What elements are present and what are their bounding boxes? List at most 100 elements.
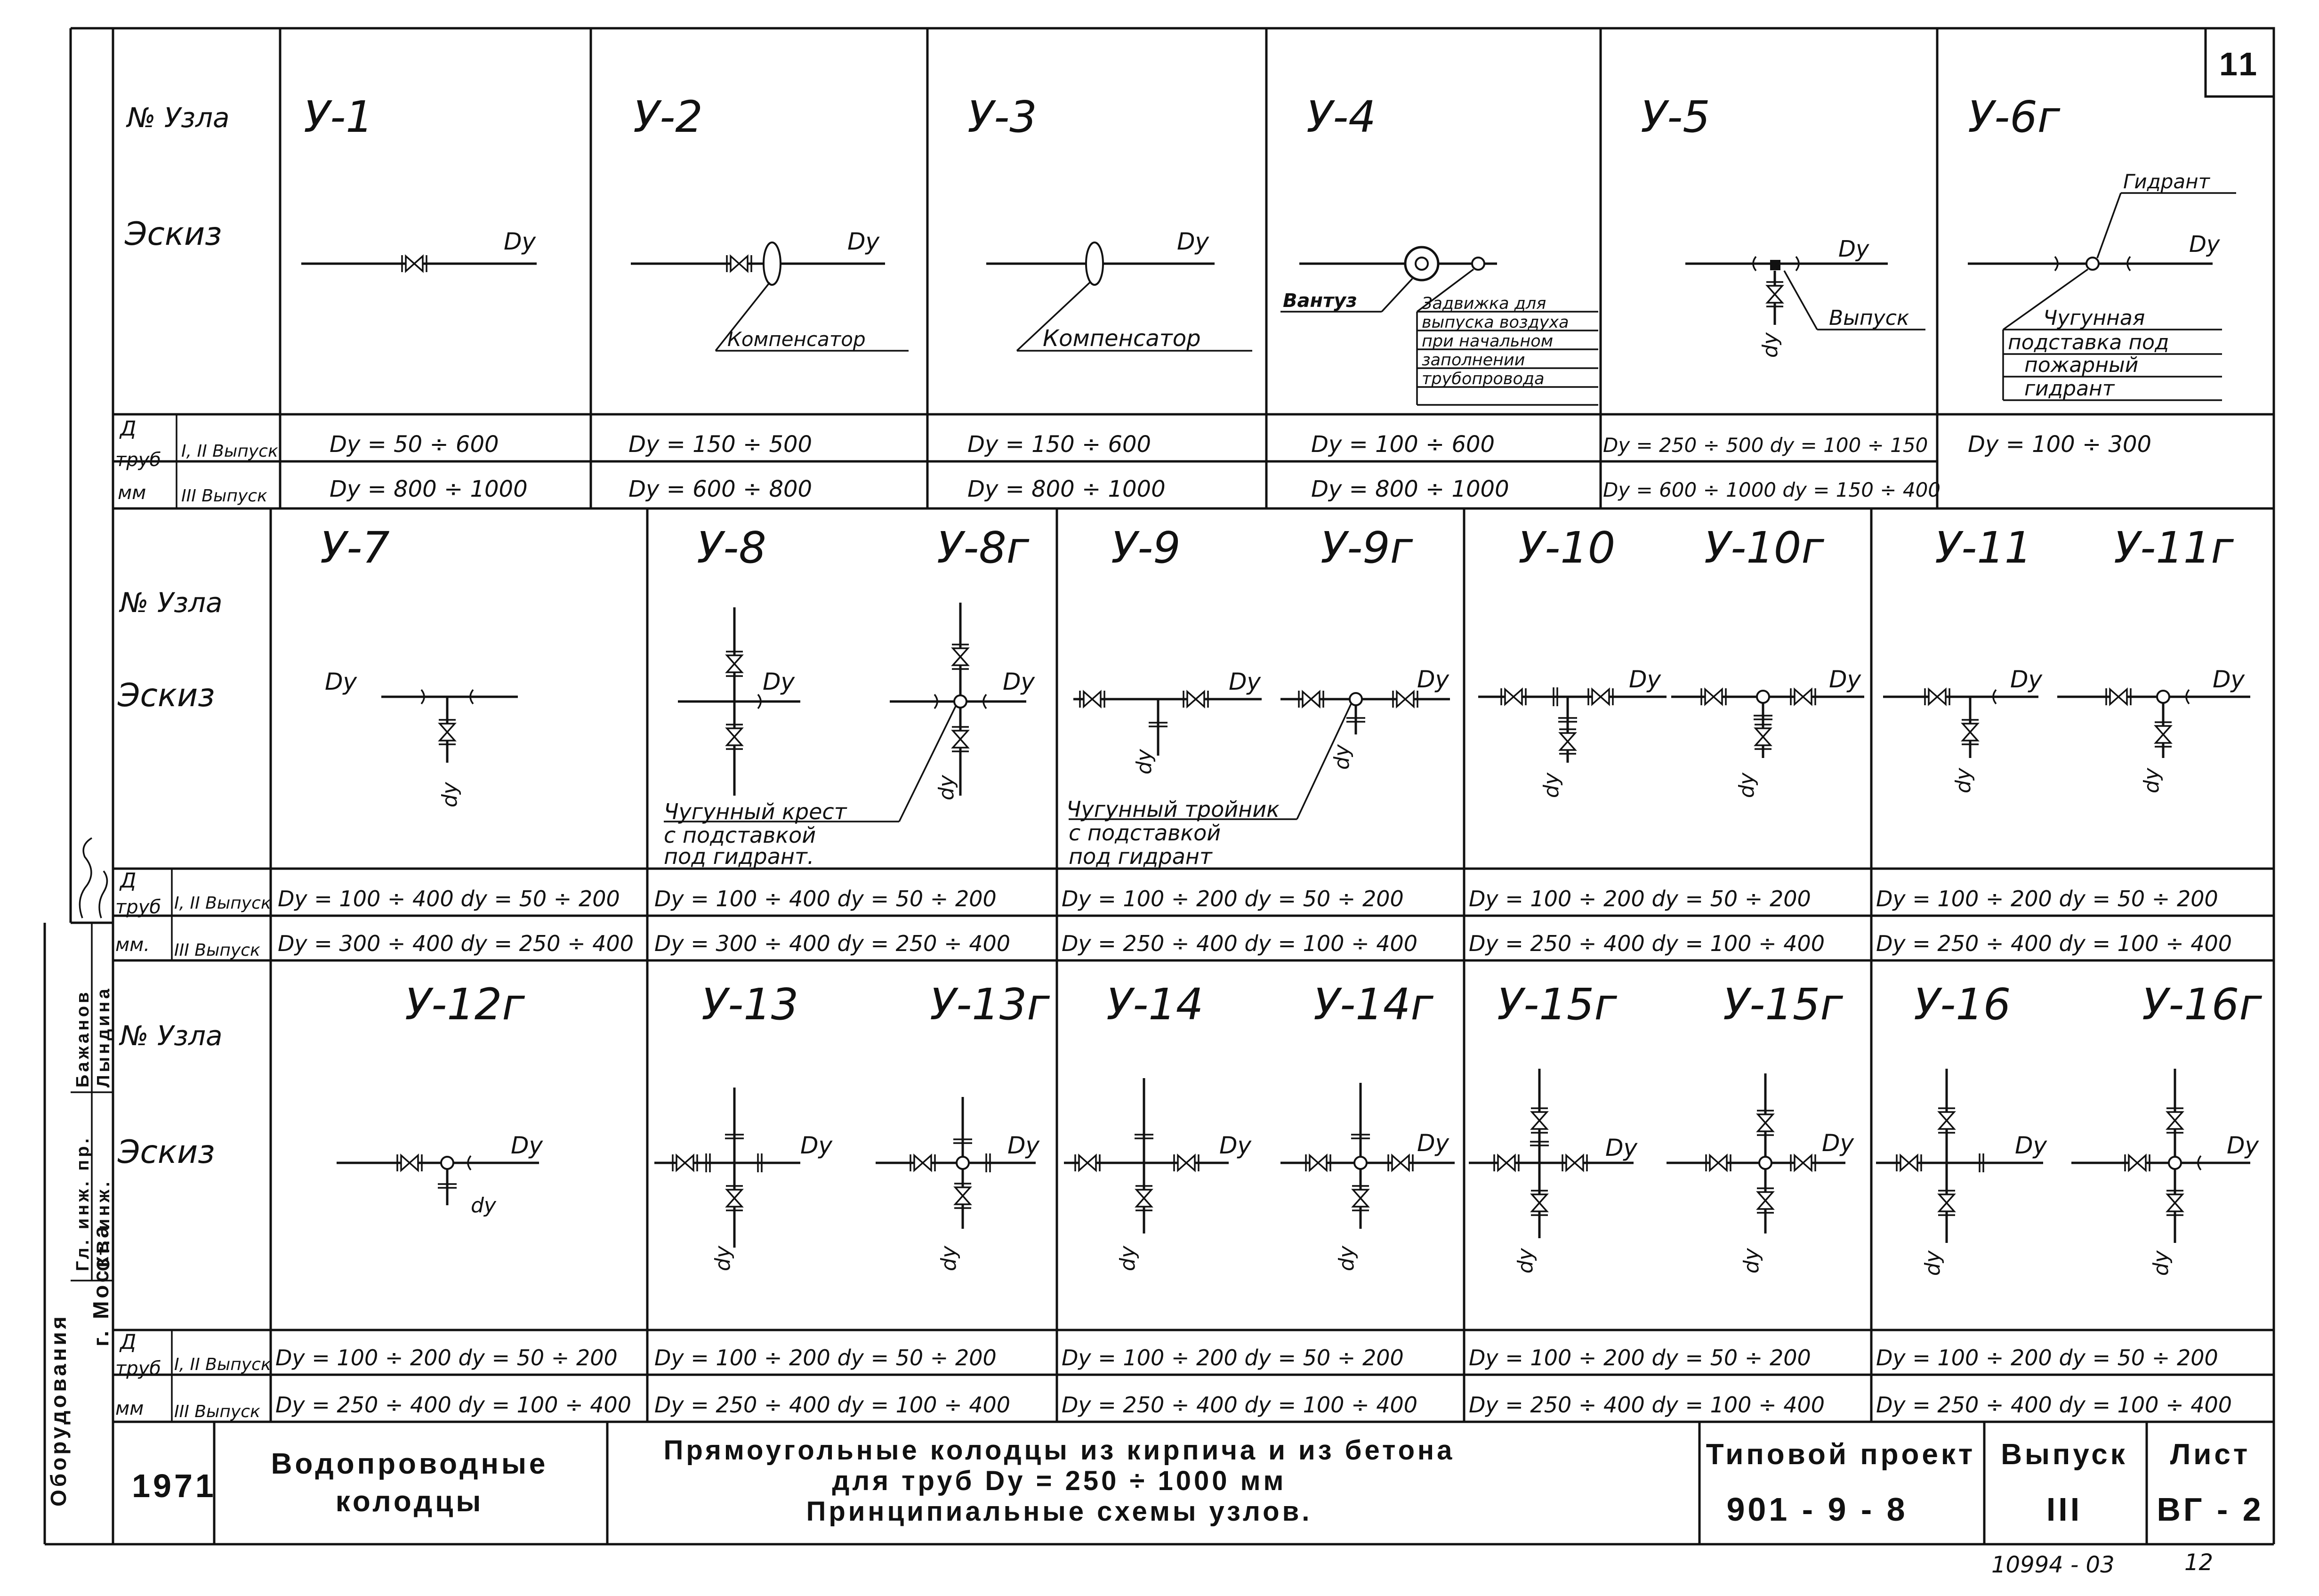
svg-text:dy: dy <box>2149 1250 2173 1276</box>
inventory-number: 10994 - 03 <box>1991 1552 2115 1578</box>
svg-text:У-16: У-16 <box>1914 979 2011 1030</box>
svg-text:Dy: Dy <box>1003 668 1036 695</box>
svg-text:dy: dy <box>937 1245 961 1271</box>
sketch-u2: Dy Компенсатор <box>631 228 909 352</box>
sheet-label: Лист <box>2170 1438 2250 1471</box>
svg-text:Dy = 100 ÷ 200 dy = 50 ÷ 200: Dy = 100 ÷ 200 dy = 50 ÷ 200 <box>1062 886 1404 911</box>
row2-node-label: № Узла <box>119 587 223 619</box>
svg-text:У-12г: У-12г <box>405 979 525 1030</box>
sketch-u10: Dy dy <box>1478 666 1667 798</box>
svg-text:Dy: Dy <box>1838 236 1869 262</box>
svg-text:Dy = 100 ÷ 200 dy = 50 ÷ 200: Dy = 100 ÷ 200 dy = 50 ÷ 200 <box>1876 1345 2218 1370</box>
svg-text:Dy = 250 ÷ 400 dy = 100 ÷ 40: Dy = 250 ÷ 400 dy = 100 ÷ 400 <box>654 1392 1010 1418</box>
row1-diameter-values: Dy = 50 ÷ 600 Dy = 800 ÷ 1000 Dy = 150 ÷… <box>330 431 2151 502</box>
svg-text:под гидрант: под гидрант <box>1069 844 1213 869</box>
row2-sketch-label: Эскиз <box>117 677 215 714</box>
svg-text:Dy = 800 ÷ 1000: Dy = 800 ÷ 1000 <box>330 476 528 502</box>
svg-text:Dy: Dy <box>847 228 880 255</box>
svg-text:У-7: У-7 <box>320 523 390 573</box>
stamp-org: Оборудования <box>46 1314 71 1507</box>
svg-text:под гидрант.: под гидрант. <box>664 844 814 869</box>
svg-text:труб: труб <box>115 1358 161 1379</box>
svg-text:Dy: Dy <box>1007 1132 1040 1159</box>
svg-text:Dy = 100 ÷ 200 dy = 50 ÷ 200: Dy = 100 ÷ 200 dy = 50 ÷ 200 <box>1469 1345 1811 1370</box>
svg-text:Гидрант: Гидрант <box>2123 170 2211 193</box>
svg-text:Dy = 100 ÷ 600: Dy = 100 ÷ 600 <box>1311 431 1495 458</box>
svg-text:Dy = 250 ÷ 400 dy = 100 ÷ 4: Dy = 250 ÷ 400 dy = 100 ÷ 400 <box>1469 931 1825 956</box>
svg-text:Чугунная: Чугунная <box>2043 306 2145 330</box>
svg-text:dy: dy <box>1921 1250 1945 1276</box>
title-line-3: Принципиальные схемы узлов. <box>806 1496 1312 1527</box>
svg-text:Dy = 250 ÷ 400 dy = 100 ÷ 400: Dy = 250 ÷ 400 dy = 100 ÷ 400 <box>275 1392 631 1418</box>
svg-text:I, II Выпуск: I, II Выпуск <box>174 894 271 913</box>
svg-text:Dy: Dy <box>763 668 796 695</box>
svg-text:Dy: Dy <box>1822 1129 1855 1157</box>
issue-number: III <box>2046 1491 2082 1528</box>
svg-text:выпуска воздуха: выпуска воздуха <box>1422 313 1569 332</box>
svg-text:dy: dy <box>438 782 462 807</box>
svg-text:dy: dy <box>1514 1248 1538 1274</box>
svg-text:У-10: У-10 <box>1518 523 1615 573</box>
svg-text:труб: труб <box>115 896 161 918</box>
row3-sketch-label: Эскиз <box>117 1134 215 1171</box>
sheet-code: ВГ - 2 <box>2157 1491 2263 1528</box>
node-id: У-5 <box>1641 92 1710 142</box>
svg-text:III Выпуск: III Выпуск <box>174 1402 260 1421</box>
svg-text:Вантуз: Вантуз <box>1283 290 1357 312</box>
sketch-u16g: Dy dy <box>2071 1069 2260 1276</box>
sketch-u8g: Dy dy Чугунный крест с подставкой под ги… <box>664 603 1036 869</box>
svg-text:Dy = 300 ÷ 400 dy = 250 ÷ 40: Dy = 300 ÷ 400 dy = 250 ÷ 400 <box>654 931 1010 956</box>
svg-text:при начальном: при начальном <box>1422 332 1553 351</box>
svg-text:III Выпуск: III Выпуск <box>181 486 267 506</box>
stamp-role-1: Гл. инж. пр. <box>73 1136 93 1271</box>
node-id: У-2 <box>633 92 703 142</box>
sketch-u15g-b: Dy dy <box>1667 1073 1855 1274</box>
handwritten-signature <box>98 870 108 919</box>
svg-text:Компенсатор: Компенсатор <box>1043 325 1201 352</box>
project-label: Типовой проект <box>1706 1438 1976 1471</box>
svg-text:Dy: Dy <box>2015 1132 2048 1159</box>
handwritten-signature <box>79 837 92 919</box>
sketch-u5: Dy dy Выпуск <box>1685 236 1925 358</box>
svg-text:труб: труб <box>115 449 161 471</box>
title-block: 1971 Водопроводные колодцы Прямоугольные… <box>132 1435 2263 1528</box>
table-grid <box>113 28 2274 1544</box>
svg-text:мм: мм <box>115 1398 144 1419</box>
svg-text:Dy = 100 ÷ 200 dy = 50 ÷ 20: Dy = 100 ÷ 200 dy = 50 ÷ 200 <box>1469 886 1811 911</box>
svg-text:Компенсатор: Компенсатор <box>727 328 866 351</box>
svg-text:Dy: Dy <box>511 1132 544 1159</box>
svg-text:Dy = 250 ÷ 400 dy = 100 ÷ 40: Dy = 250 ÷ 400 dy = 100 ÷ 400 <box>1469 1392 1825 1418</box>
node-id: У-6г <box>1968 92 2061 142</box>
row1-sketch-label: Эскиз <box>124 216 222 253</box>
svg-text:dy: dy <box>1758 332 1782 358</box>
svg-text:Dy = 100 ÷ 200 dy = 50 ÷ 200: Dy = 100 ÷ 200 dy = 50 ÷ 200 <box>275 1345 618 1370</box>
stamp-name-1: Бажанов <box>73 989 93 1088</box>
sketch-u3: Dy Компенсатор <box>986 228 1252 352</box>
svg-text:У-13: У-13 <box>701 979 798 1030</box>
sketch-u11g: Dy dy <box>2057 666 2250 793</box>
svg-text:У-16г: У-16г <box>2142 979 2262 1030</box>
svg-text:dy: dy <box>1330 744 1354 770</box>
svg-text:У-14: У-14 <box>1106 979 1203 1030</box>
title-line-1: Прямоугольные колодцы из кирпича и из бе… <box>664 1435 1455 1466</box>
svg-text:Dy = 800 ÷ 1000: Dy = 800 ÷ 1000 <box>1311 476 1509 502</box>
object-line-1: Водопроводные <box>271 1448 548 1480</box>
sketch-u16: Dy dy <box>1876 1069 2048 1276</box>
svg-text:Dy: Dy <box>1177 228 1210 255</box>
sketch-u4: Вантуз Задвижка для выпуска воздуха при … <box>1280 246 1598 406</box>
svg-text:Dy = 100 ÷ 400 dy = 50 ÷ 200: Dy = 100 ÷ 400 dy = 50 ÷ 200 <box>278 886 620 911</box>
svg-text:Д: Д <box>119 417 136 441</box>
sketch-u14g: Dy dy <box>1280 1083 1455 1271</box>
svg-text:У-9г: У-9г <box>1321 523 1413 573</box>
issue-label: Выпуск <box>2001 1438 2128 1471</box>
svg-text:Dy: Dy <box>325 668 358 695</box>
sketch-u11: Dy dy <box>1883 666 2043 793</box>
svg-text:с подставкой: с подставкой <box>1069 820 1221 846</box>
node-id: У-1 <box>304 92 373 142</box>
sketch-u13g: Dy dy <box>876 1097 1040 1271</box>
svg-text:I, II Выпуск: I, II Выпуск <box>181 442 278 461</box>
svg-text:Dy = 800 ÷ 1000: Dy = 800 ÷ 1000 <box>967 476 1166 502</box>
sketch-u9g: Dy dy Чугунный тройник с подставкой под … <box>1066 666 1450 869</box>
node-id: У-3 <box>967 92 1037 142</box>
svg-text:Dy = 100 ÷ 400 dy = 50 ÷ 200: Dy = 100 ÷ 400 dy = 50 ÷ 200 <box>654 886 997 911</box>
